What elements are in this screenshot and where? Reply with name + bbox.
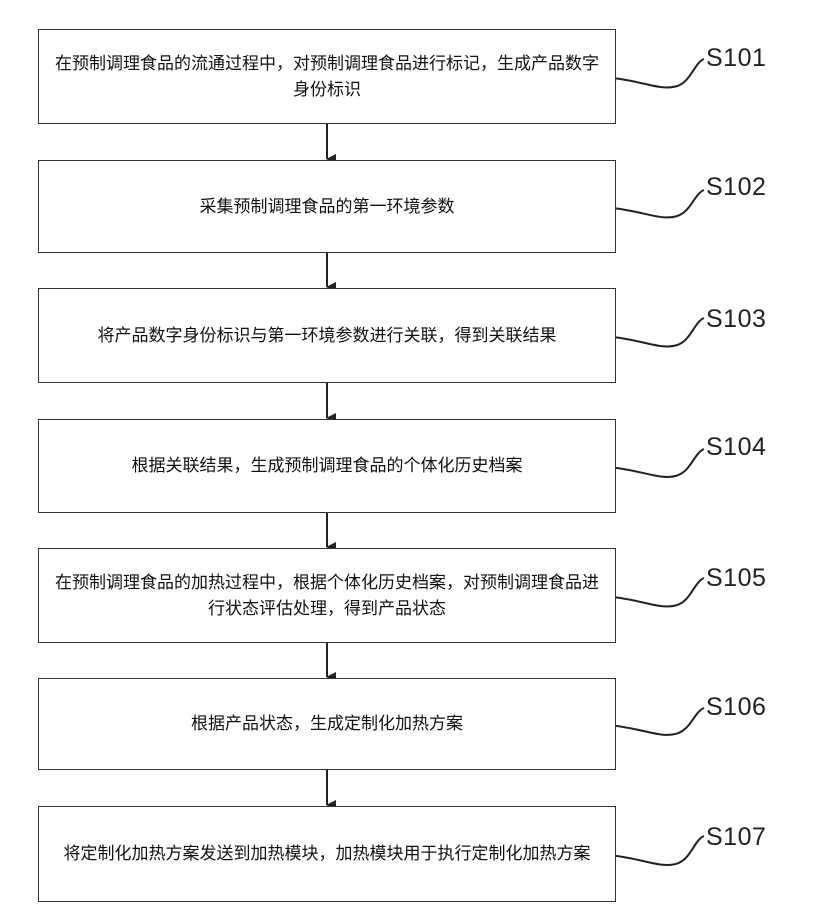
step-label-s102: S102 bbox=[706, 173, 766, 202]
step-label-s106: S106 bbox=[706, 693, 766, 722]
step-box-s105: 在预制调理食品的加热过程中，根据个体化历史档案，对预制调理食品进行状态评估处理，… bbox=[38, 548, 616, 643]
label-leader-line bbox=[616, 449, 704, 477]
step-label-s104: S104 bbox=[706, 433, 766, 462]
step-box-s107: 将定制化加热方案发送到加热模块，加热模块用于执行定制化加热方案 bbox=[38, 806, 616, 902]
label-leader-line bbox=[616, 578, 704, 606]
step-box-s101: 在预制调理食品的流通过程中，对预制调理食品进行标记，生成产品数字身份标识 bbox=[38, 29, 616, 124]
label-leader-line bbox=[616, 708, 704, 735]
step-box-s104: 根据关联结果，生成预制调理食品的个体化历史档案 bbox=[38, 419, 616, 513]
step-box-s103: 将产品数字身份标识与第一环境参数进行关联，得到关联结果 bbox=[38, 288, 616, 383]
step-text-s104: 根据关联结果，生成预制调理食品的个体化历史档案 bbox=[118, 453, 537, 479]
step-text-s106: 根据产品状态，生成定制化加热方案 bbox=[177, 711, 477, 737]
step-text-s107: 将定制化加热方案发送到加热模块，加热模块用于执行定制化加热方案 bbox=[50, 841, 605, 867]
step-text-s102: 采集预制调理食品的第一环境参数 bbox=[186, 194, 469, 220]
step-text-s105: 在预制调理食品的加热过程中，根据个体化历史档案，对预制调理食品进行状态评估处理，… bbox=[39, 570, 615, 622]
step-box-s102: 采集预制调理食品的第一环境参数 bbox=[38, 160, 616, 253]
step-text-s103: 将产品数字身份标识与第一环境参数进行关联，得到关联结果 bbox=[84, 323, 571, 349]
label-leader-line bbox=[616, 836, 704, 865]
step-text-s101: 在预制调理食品的流通过程中，对预制调理食品进行标记，生成产品数字身份标识 bbox=[39, 51, 615, 103]
step-label-s101: S101 bbox=[706, 44, 766, 73]
step-box-s106: 根据产品状态，生成定制化加热方案 bbox=[38, 678, 616, 770]
label-leader-line bbox=[616, 318, 704, 346]
step-label-s103: S103 bbox=[706, 305, 766, 334]
label-leader-line bbox=[616, 190, 704, 217]
step-label-s107: S107 bbox=[706, 823, 766, 852]
step-label-s105: S105 bbox=[706, 564, 766, 593]
label-leader-line bbox=[616, 59, 704, 87]
